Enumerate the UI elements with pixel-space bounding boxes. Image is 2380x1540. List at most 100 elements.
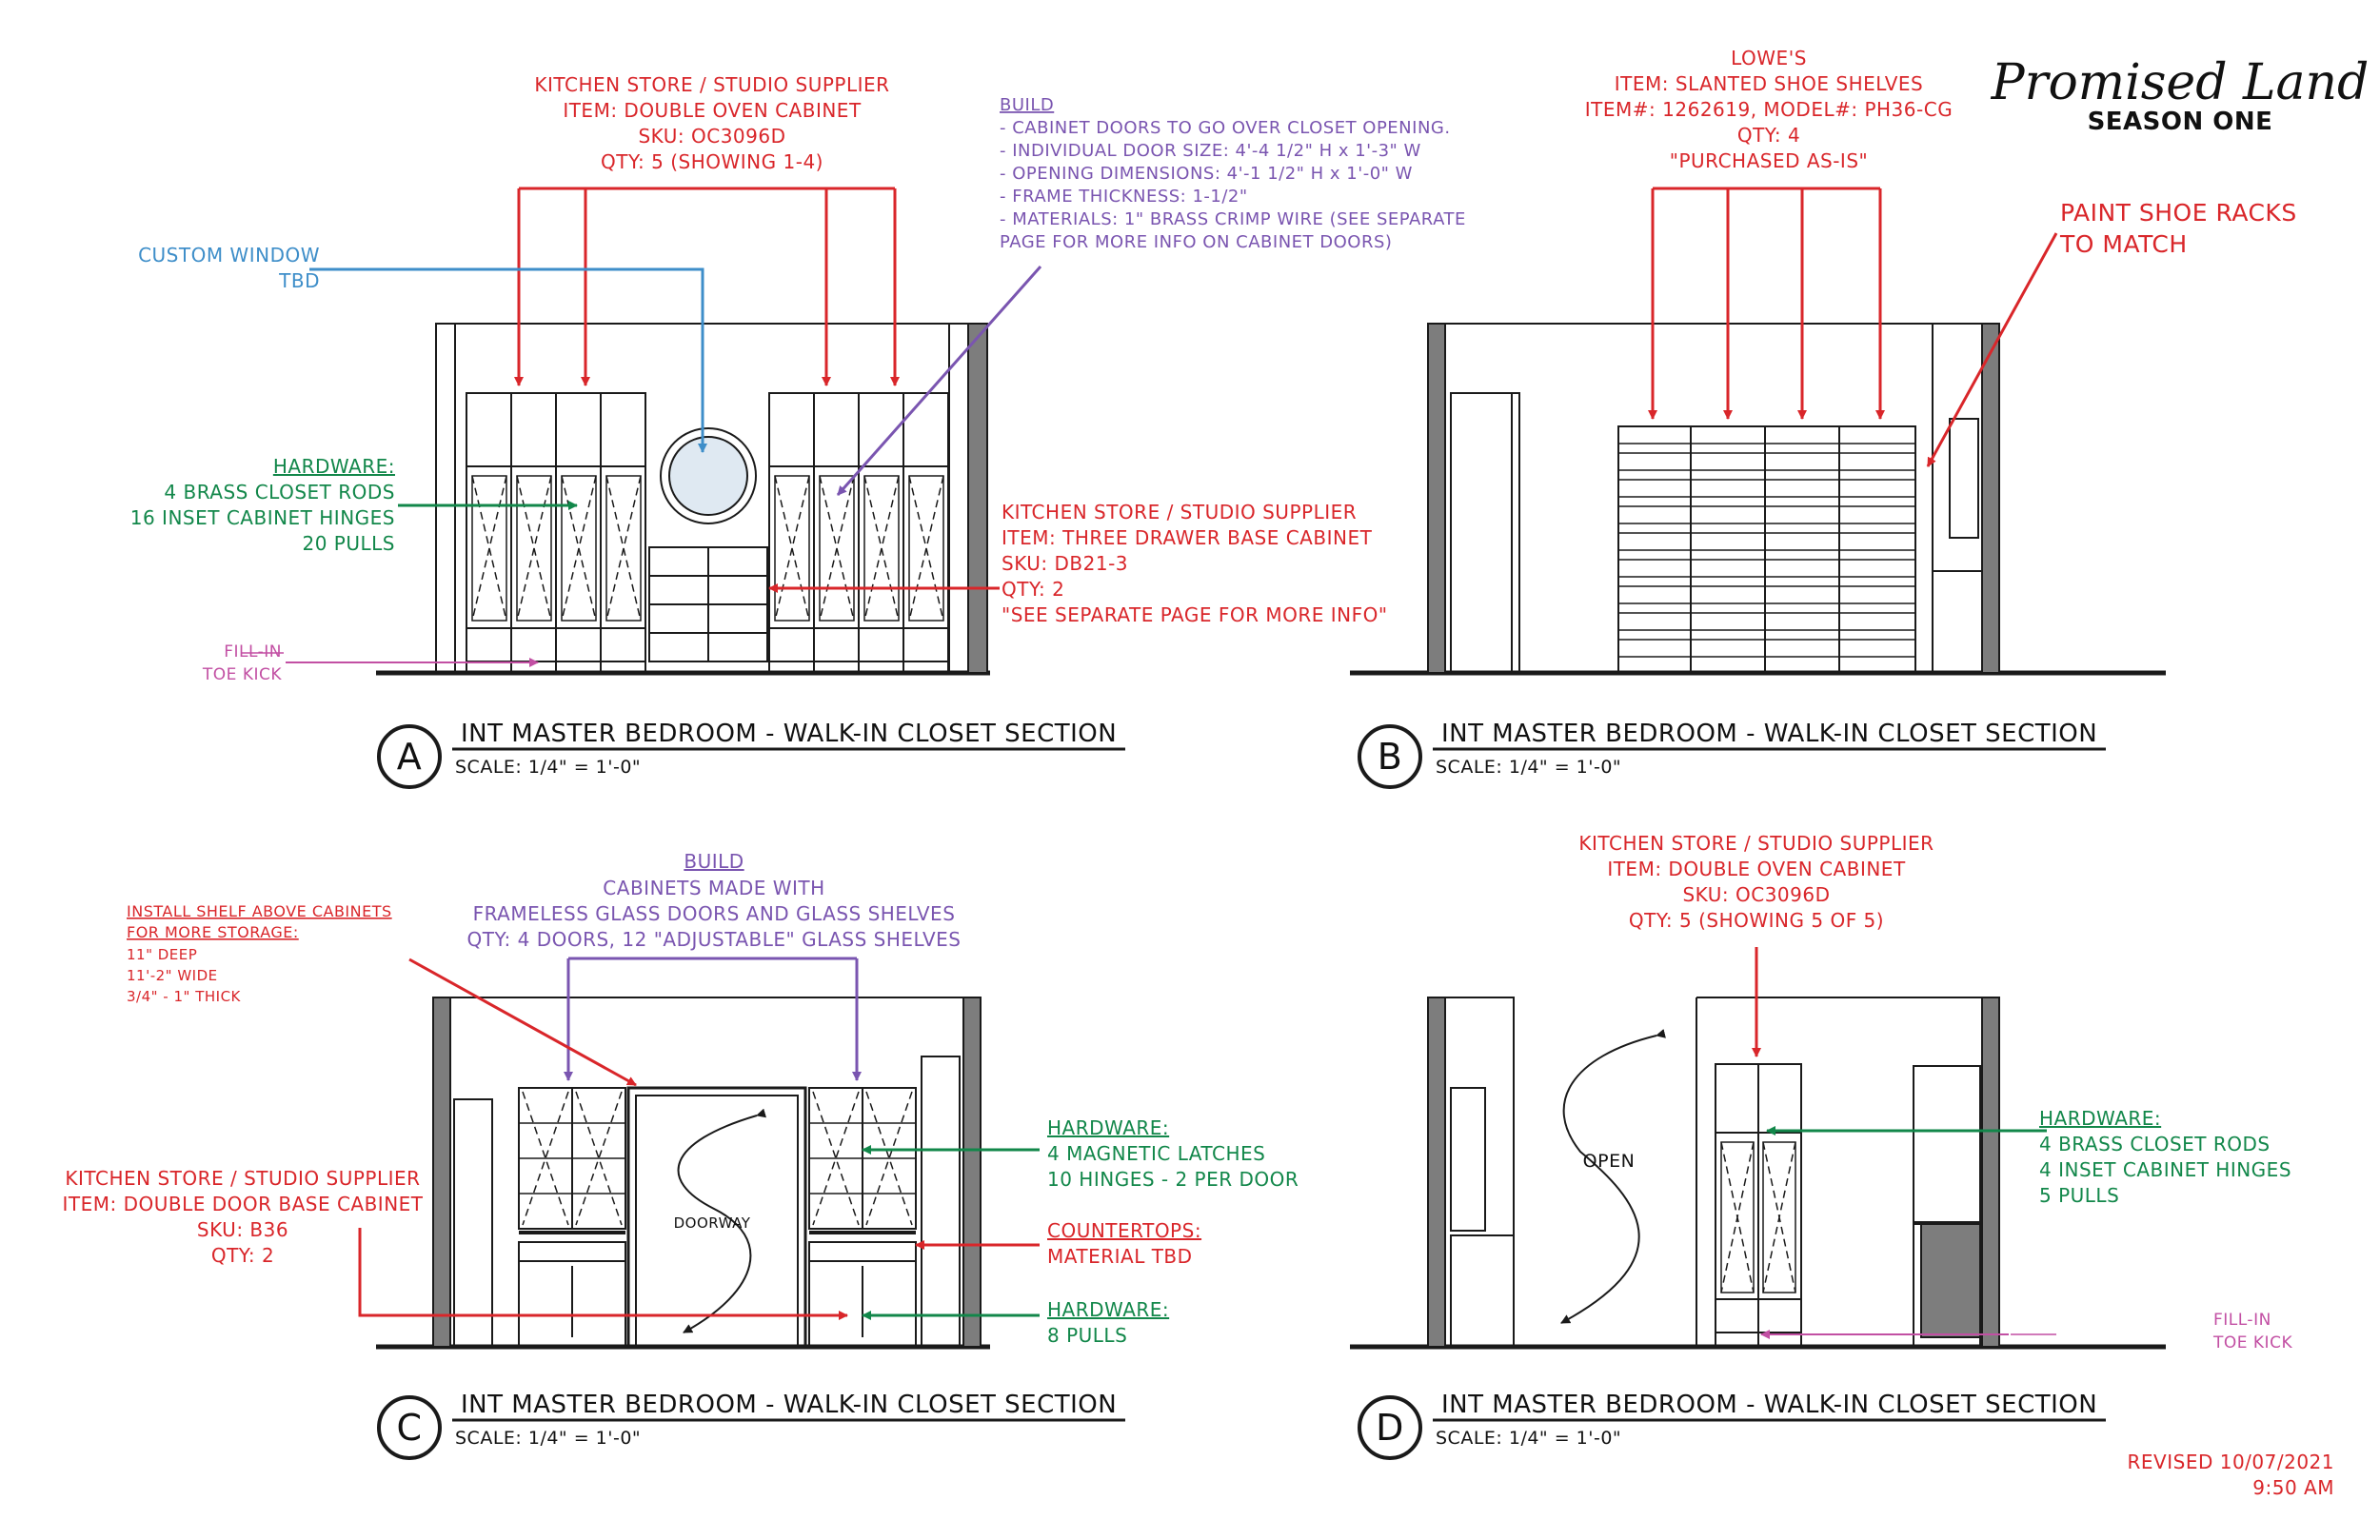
wall-right (967, 323, 988, 674)
wall-left (1427, 997, 1446, 1348)
section-c-annotations (358, 957, 1040, 1320)
svg-text:20 PULLS: 20 PULLS (303, 532, 396, 555)
section-a-scale: SCALE: 1/4" = 1'-0" (455, 757, 641, 778)
svg-text:- FRAME THICKNESS: 1-1/2": - FRAME THICKNESS: 1-1/2" (1000, 187, 1248, 207)
svg-text:COUNTERTOPS:: COUNTERTOPS: (1047, 1219, 1201, 1242)
svg-text:SKU: OC3096D: SKU: OC3096D (1682, 883, 1830, 906)
shoe-shelves (1618, 443, 1915, 658)
section-d-text: KITCHEN STORE / STUDIO SUPPLIER ITEM: DO… (1376, 832, 2292, 1449)
revision-date: REVISED 10/07/2021 (2128, 1451, 2334, 1473)
svg-text:ITEM: DOUBLE OVEN CABINET: ITEM: DOUBLE OVEN CABINET (1607, 858, 1906, 880)
section-a-letter: A (397, 736, 423, 778)
section-b-annotations (1648, 187, 2058, 467)
lowes-label: LOWE'S (1731, 47, 1807, 69)
section-b-text: LOWE'S ITEM: SLANTED SHOE SHELVES ITEM#:… (1378, 47, 2297, 778)
hardware-heading: HARDWARE: (273, 455, 395, 478)
svg-text:3/4" - 1" THICK: 3/4" - 1" THICK (127, 988, 242, 1005)
wall-left (432, 997, 451, 1348)
svg-text:8 PULLS: 8 PULLS (1047, 1324, 1127, 1347)
svg-text:HARDWARE:: HARDWARE: (1047, 1298, 1169, 1321)
svg-text:10 HINGES - 2 PER DOOR: 10 HINGES - 2 PER DOOR (1047, 1168, 1299, 1191)
section-c (376, 997, 1125, 1460)
svg-text:QTY: 2: QTY: 2 (1002, 578, 1064, 601)
section-b-badge (1358, 724, 1422, 789)
section-b-scale: SCALE: 1/4" = 1'-0" (1436, 757, 1621, 778)
window-label: CUSTOM WINDOW (138, 244, 320, 267)
svg-text:FRAMELESS GLASS DOORS AND GLAS: FRAMELESS GLASS DOORS AND GLASS SHELVES (473, 902, 956, 925)
paint-note: PAINT SHOE RACKS (2060, 199, 2297, 227)
svg-text:FILL-IN: FILL-IN (224, 642, 282, 661)
svg-text:FILL-IN: FILL-IN (2213, 1311, 2271, 1330)
section-c-text: INSTALL SHELF ABOVE CABINETS FOR MORE ST… (62, 850, 1299, 1449)
revision-time: 9:50 AM (2252, 1476, 2334, 1499)
oven-sku-label: SKU: OC3096D (638, 125, 785, 148)
svg-text:4 INSET CABINET HINGES: 4 INSET CABINET HINGES (2039, 1158, 2291, 1181)
section-b-title: INT MASTER BEDROOM - WALK-IN CLOSET SECT… (1441, 720, 2097, 748)
section-a-badge (377, 724, 442, 789)
wall-left (1427, 323, 1446, 674)
svg-text:ITEM#: 1262619, MODEL#: PH36-C: ITEM#: 1262619, MODEL#: PH36-CG (1585, 98, 1953, 121)
svg-text:TOE KICK: TOE KICK (202, 665, 282, 684)
section-d-annotations (1752, 947, 2056, 1339)
svg-text:KITCHEN STORE / STUDIO SUPPLIE: KITCHEN STORE / STUDIO SUPPLIER (65, 1167, 420, 1190)
section-a-annotations (241, 187, 1042, 667)
svg-text:ITEM: DOUBLE DOOR BASE CABINET: ITEM: DOUBLE DOOR BASE CABINET (62, 1193, 423, 1215)
side-base-dark (1920, 1222, 1981, 1338)
door-opening (1450, 392, 1520, 674)
section-a-title: INT MASTER BEDROOM - WALK-IN CLOSET SECT… (461, 720, 1117, 748)
svg-text:- OPENING DIMENSIONS: 4'-1 1/2: - OPENING DIMENSIONS: 4'-1 1/2" H x 1'-0… (1000, 164, 1413, 184)
build-heading: BUILD (1000, 95, 1054, 115)
doorway-label: DOORWAY (674, 1214, 751, 1232)
base-cabinet-left (518, 1241, 626, 1348)
svg-text:16 INSET CABINET HINGES: 16 INSET CABINET HINGES (130, 506, 395, 529)
section-c-badge (377, 1395, 442, 1460)
svg-text:"SEE SEPARATE PAGE FOR MORE IN: "SEE SEPARATE PAGE FOR MORE INFO" (1002, 603, 1388, 626)
svg-text:QTY: 5 (SHOWING 5 OF 5): QTY: 5 (SHOWING 5 OF 5) (1629, 909, 1884, 932)
svg-text:5 PULLS: 5 PULLS (2039, 1184, 2119, 1207)
svg-text:KITCHEN STORE / STUDIO SUPPLIE: KITCHEN STORE / STUDIO SUPPLIER (1002, 501, 1357, 523)
brand-title: Promised Land (1991, 54, 2370, 111)
svg-text:- INDIVIDUAL DOOR SIZE: 4'-4 1: - INDIVIDUAL DOOR SIZE: 4'-4 1/2" H x 1'… (1000, 141, 1421, 161)
svg-text:4 MAGNETIC LATCHES: 4 MAGNETIC LATCHES (1047, 1142, 1265, 1165)
open-label: OPEN (1583, 1151, 1636, 1172)
svg-text:KITCHEN STORE / STUDIO SUPPLIE: KITCHEN STORE / STUDIO SUPPLIER (1578, 832, 1934, 855)
svg-text:SKU: B36: SKU: B36 (197, 1218, 288, 1241)
section-d-badge (1358, 1395, 1422, 1460)
section-b-letter: B (1378, 736, 1403, 778)
svg-text:SKU: DB21-3: SKU: DB21-3 (1002, 552, 1128, 575)
svg-text:QTY: 4: QTY: 4 (1737, 124, 1800, 147)
svg-text:PAGE FOR MORE INFO ON CABINET: PAGE FOR MORE INFO ON CABINET DOORS) (1000, 232, 1392, 252)
brand-block: Promised Land SEASON ONE (1991, 54, 2370, 136)
section-c-letter: C (396, 1407, 422, 1449)
wall-right (1981, 997, 2000, 1348)
svg-text:ITEM: SLANTED SHOE SHELVES: ITEM: SLANTED SHOE SHELVES (1615, 72, 1923, 95)
oven-supplier-label: KITCHEN STORE / STUDIO SUPPLIER (534, 73, 889, 96)
side-cabinet (1949, 418, 1979, 539)
base-cabinet-right (808, 1241, 917, 1348)
svg-text:MATERIAL TBD: MATERIAL TBD (1047, 1245, 1193, 1268)
section-d-letter: D (1376, 1407, 1404, 1449)
svg-text:TO MATCH: TO MATCH (2059, 230, 2188, 258)
section-d-scale: SCALE: 1/4" = 1'-0" (1436, 1428, 1621, 1449)
svg-text:- CABINET DOORS TO GO OVER CLO: - CABINET DOORS TO GO OVER CLOSET OPENIN… (1000, 118, 1451, 138)
wall-right (1981, 323, 2000, 674)
round-window (660, 427, 757, 524)
svg-text:4 BRASS CLOSET RODS: 4 BRASS CLOSET RODS (164, 481, 395, 503)
door-swing-arrow (677, 1108, 767, 1333)
window-tbd-label: TBD (278, 269, 320, 292)
svg-text:FOR MORE STORAGE:: FOR MORE STORAGE: (127, 923, 299, 941)
build-heading: BUILD (684, 850, 744, 873)
svg-text:HARDWARE:: HARDWARE: (1047, 1116, 1169, 1139)
shelf-note: INSTALL SHELF ABOVE CABINETS (127, 902, 392, 920)
section-c-scale: SCALE: 1/4" = 1'-0" (455, 1428, 641, 1449)
svg-text:QTY: 2: QTY: 2 (211, 1244, 274, 1267)
section-b (1350, 323, 2166, 789)
section-d (1350, 997, 2166, 1460)
revision-block: REVISED 10/07/2021 9:50 AM (2128, 1451, 2334, 1499)
svg-text:TOE KICK: TOE KICK (2212, 1333, 2292, 1352)
svg-text:ITEM: THREE DRAWER BASE CABINE: ITEM: THREE DRAWER BASE CABINET (1002, 526, 1373, 549)
section-a-text: KITCHEN STORE / STUDIO SUPPLIER ITEM: DO… (130, 73, 1466, 778)
svg-text:QTY: 4 DOORS, 12 "ADJUSTABLE": QTY: 4 DOORS, 12 "ADJUSTABLE" GLASS SHEL… (467, 928, 962, 951)
oven-item-label: ITEM: DOUBLE OVEN CABINET (563, 99, 862, 122)
